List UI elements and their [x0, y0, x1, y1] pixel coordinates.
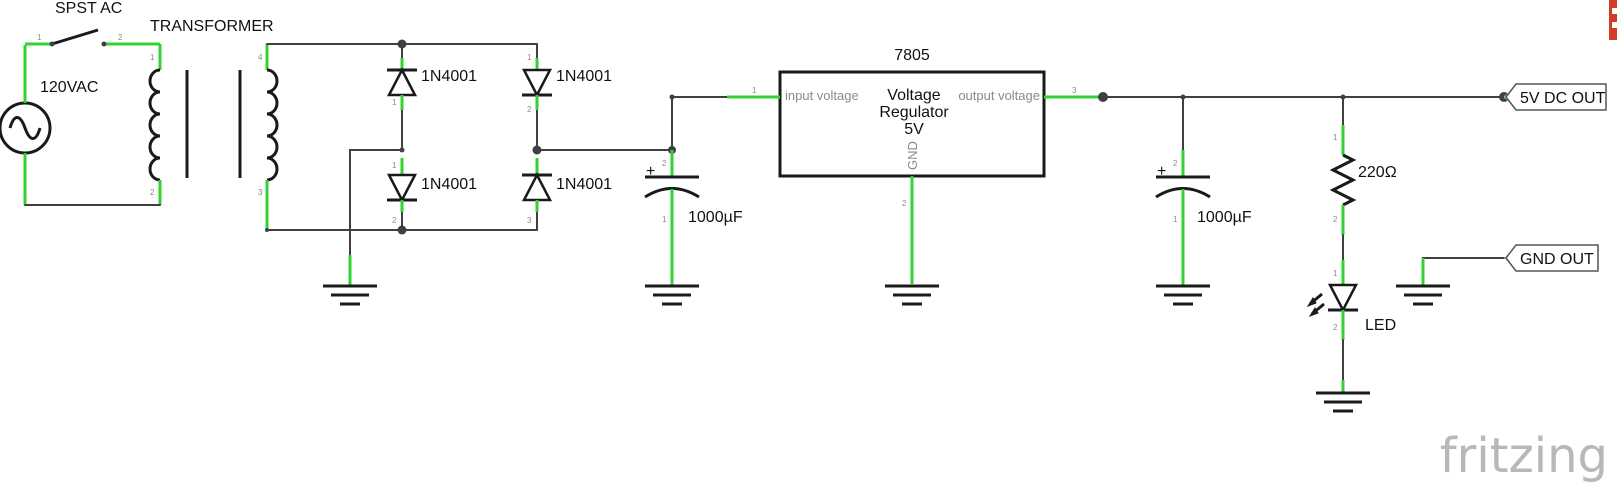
diode-d3[interactable]: [521, 58, 553, 110]
led-label: LED: [1365, 317, 1396, 334]
cap-in-plus: +: [646, 163, 655, 180]
cap-in-label: 1000µF: [688, 209, 743, 226]
switch-pin1: 1: [37, 33, 42, 42]
switch-pin2: 2: [118, 33, 123, 42]
fritzing-logo: fritzing: [1440, 428, 1608, 484]
cap-out-pin2: 1: [1173, 215, 1178, 224]
transformer-pin-p1: 1: [150, 53, 155, 62]
diode-d1-label: 1N4001: [421, 68, 477, 85]
diode-d3-pin-k: 2: [527, 105, 532, 114]
connector-5v-label: 5V DC OUT: [1520, 90, 1606, 107]
connector-gnd-label: GND OUT: [1520, 251, 1594, 268]
diode-d3-pin-a: 1: [527, 53, 532, 62]
regulator-pin-out: 3: [1072, 86, 1077, 95]
regulator-pin-gnd: 2: [902, 199, 907, 208]
transformer-pin-s1: 4: [258, 53, 263, 62]
capacitor-output[interactable]: [1155, 96, 1211, 306]
voltage-regulator[interactable]: [727, 70, 1100, 255]
regulator-part: 7805: [894, 47, 930, 64]
ground-symbol-led: [1316, 380, 1370, 413]
resistor-label: 220Ω: [1358, 164, 1397, 181]
led-pin1: 1: [1333, 269, 1338, 278]
edge-marker: [1609, 0, 1617, 40]
transformer-pin-p2: 2: [150, 188, 155, 197]
led-pin2: 2: [1333, 323, 1338, 332]
transformer-label: TRANSFORMER: [150, 18, 274, 35]
transformer-pin-s2: 3: [258, 188, 263, 197]
diode-d1-pin-a: 1: [392, 98, 397, 107]
ac-source[interactable]: [0, 45, 52, 205]
diode-d2[interactable]: [386, 158, 418, 212]
diode-d2-label: 1N4001: [421, 176, 477, 193]
diode-d4[interactable]: [521, 158, 553, 212]
diode-d4-label: 1N4001: [556, 176, 612, 193]
regulator-name-line1: Voltage: [887, 87, 940, 104]
regulator-pin-in: 1: [752, 86, 757, 95]
diode-d2-pin-k: 2: [392, 216, 397, 225]
cap-out-pin1: 2: [1173, 159, 1178, 168]
regulator-input-label: input voltage: [785, 88, 859, 103]
ground-symbol-regulator: [885, 255, 939, 306]
cap-in-pin1: 2: [662, 159, 667, 168]
diode-d2-pin-a: 1: [392, 161, 397, 170]
diode-d1[interactable]: [386, 58, 418, 110]
transformer[interactable]: [148, 44, 279, 230]
spst-switch[interactable]: [25, 28, 160, 47]
regulator-name-line3: 5V: [904, 121, 924, 138]
source-label: 120VAC: [40, 79, 98, 96]
regulator-output-label: output voltage: [958, 88, 1040, 103]
resistor-pin1: 1: [1333, 133, 1338, 142]
regulator-name-line2: Regulator: [879, 104, 949, 121]
switch-label: SPST AC: [55, 0, 122, 17]
resistor-pin2: 2: [1333, 215, 1338, 224]
bridge-junctions: [265, 39, 542, 235]
diode-d4-pin-k: 3: [527, 216, 532, 225]
connector-gnd-out[interactable]: [1396, 244, 1599, 306]
junction-dot: [1098, 92, 1108, 102]
ground-symbol-bridge: [323, 255, 377, 306]
cap-out-plus: +: [1157, 163, 1166, 180]
cap-out-label: 1000µF: [1197, 209, 1252, 226]
led[interactable]: [1306, 260, 1359, 381]
capacitor-input[interactable]: [644, 150, 700, 306]
resistor[interactable]: [1329, 96, 1357, 261]
regulator-gnd-label: GND: [905, 141, 920, 170]
connector-5v-out[interactable]: [1504, 83, 1607, 111]
cap-in-pin2: 1: [662, 215, 667, 224]
diode-d3-label: 1N4001: [556, 68, 612, 85]
